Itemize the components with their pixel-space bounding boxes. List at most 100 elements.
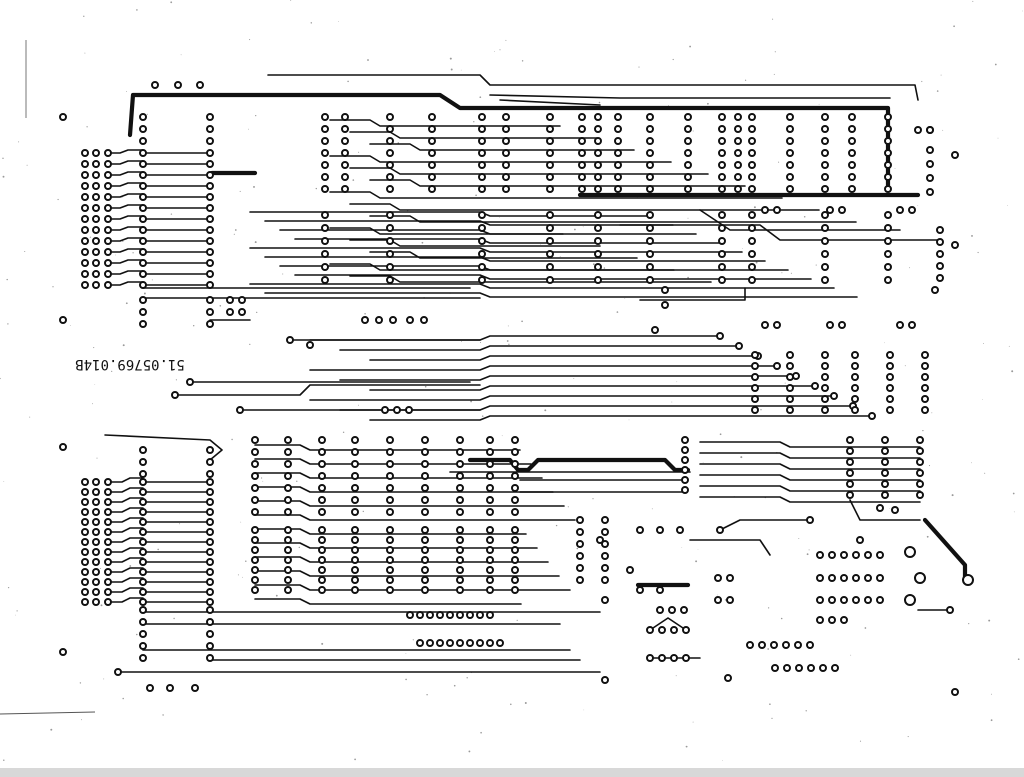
pad xyxy=(428,113,436,121)
pad xyxy=(139,630,147,638)
speckle xyxy=(245,560,247,563)
speckle xyxy=(818,103,820,105)
pad xyxy=(848,113,856,121)
pad xyxy=(751,362,759,370)
pad xyxy=(386,137,394,145)
pad xyxy=(840,616,848,624)
pad xyxy=(421,536,429,544)
pad xyxy=(646,173,654,181)
pad xyxy=(104,548,112,556)
pad xyxy=(926,146,934,154)
pad xyxy=(546,224,554,232)
speckle xyxy=(84,52,86,54)
pad xyxy=(830,392,838,400)
speckle xyxy=(559,256,561,258)
trace xyxy=(689,539,771,556)
pad xyxy=(734,125,742,133)
pad xyxy=(166,684,174,692)
pad xyxy=(139,478,147,486)
pad xyxy=(771,664,779,672)
pad xyxy=(846,458,854,466)
trace xyxy=(369,385,816,391)
pad xyxy=(104,588,112,596)
pad xyxy=(751,384,759,392)
trace xyxy=(349,275,712,283)
pad xyxy=(916,491,924,499)
pad xyxy=(646,276,654,284)
pad xyxy=(681,466,689,474)
pad xyxy=(684,149,692,157)
pad xyxy=(594,211,602,219)
pad xyxy=(206,606,214,614)
pad xyxy=(884,263,892,271)
pad xyxy=(351,576,359,584)
speckle xyxy=(175,379,177,381)
pad xyxy=(601,564,609,572)
pad xyxy=(386,484,394,492)
speckle xyxy=(951,494,954,497)
speckle xyxy=(99,568,101,569)
speckle xyxy=(93,347,95,349)
speckle xyxy=(83,15,85,17)
pad xyxy=(478,125,486,133)
pad xyxy=(651,326,659,334)
pad xyxy=(773,206,781,214)
pad xyxy=(386,536,394,544)
pad xyxy=(826,321,834,329)
speckle xyxy=(219,305,222,307)
pad xyxy=(546,125,554,133)
pad xyxy=(904,594,916,606)
speckle xyxy=(494,51,495,52)
pad xyxy=(646,263,654,271)
speckle xyxy=(651,508,653,510)
pad xyxy=(206,193,214,201)
speckle xyxy=(480,731,482,734)
pad xyxy=(456,496,464,504)
trace xyxy=(264,292,858,298)
trace xyxy=(279,265,789,271)
pad xyxy=(466,611,474,619)
pad xyxy=(601,676,609,684)
trace xyxy=(107,557,144,563)
trace xyxy=(699,485,921,492)
trace xyxy=(699,474,921,481)
pad xyxy=(478,276,486,284)
pad xyxy=(251,526,259,534)
pad xyxy=(636,586,644,594)
pad xyxy=(951,241,959,249)
pad xyxy=(486,566,494,574)
trace xyxy=(107,182,144,187)
pad xyxy=(81,215,89,223)
speckle xyxy=(977,251,979,254)
pad xyxy=(896,321,904,329)
pad xyxy=(420,316,428,324)
pad xyxy=(864,551,872,559)
pad xyxy=(139,125,147,133)
pad xyxy=(81,568,89,576)
pad xyxy=(786,406,794,414)
speckle xyxy=(94,384,96,385)
pad xyxy=(682,626,690,634)
pad xyxy=(734,137,742,145)
pad xyxy=(816,574,824,582)
pad xyxy=(786,185,794,193)
pad xyxy=(718,149,726,157)
pad xyxy=(881,458,889,466)
trace xyxy=(264,220,674,226)
pad xyxy=(821,125,829,133)
pad xyxy=(92,558,100,566)
speckle xyxy=(689,45,692,48)
pad xyxy=(511,436,519,444)
speckle xyxy=(450,68,453,71)
pad xyxy=(139,204,147,212)
speckle xyxy=(997,137,999,139)
pad xyxy=(341,125,349,133)
pad xyxy=(318,586,326,594)
speckle xyxy=(798,538,800,539)
speckle xyxy=(889,508,890,509)
pad xyxy=(478,211,486,219)
pad xyxy=(478,161,486,169)
speckle xyxy=(805,710,807,712)
pad xyxy=(446,639,454,647)
trace xyxy=(254,486,554,493)
